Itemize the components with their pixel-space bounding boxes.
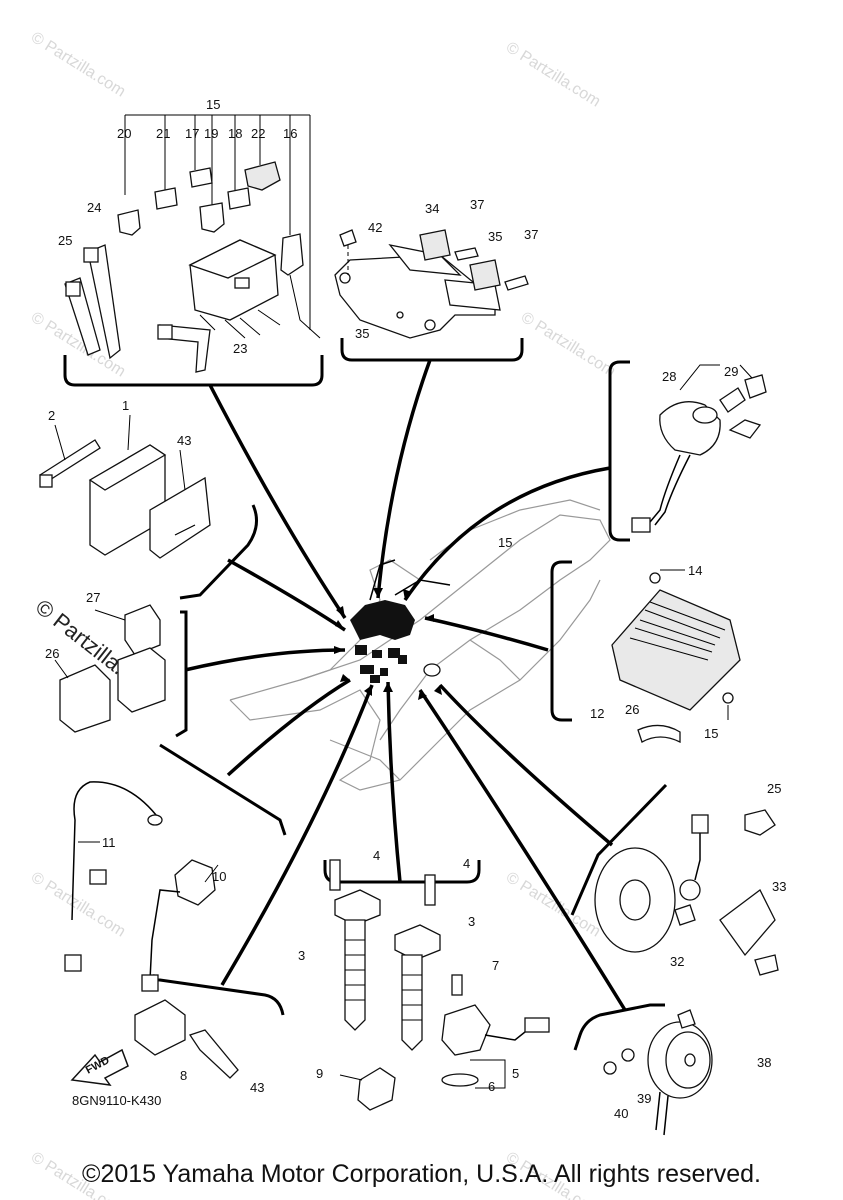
callout-15: 15	[206, 97, 220, 112]
callout-14: 15	[704, 726, 718, 741]
callout-27: 25	[767, 781, 781, 796]
callout-39: 39	[637, 1091, 651, 1106]
callout-2: 2	[48, 408, 55, 423]
rectifier-regulator-group	[611, 569, 741, 744]
callout-3: 3	[468, 914, 475, 929]
callout-18: 18	[228, 126, 242, 141]
callout-20: 20	[117, 126, 131, 141]
horn-group	[603, 1009, 713, 1136]
callout-25: 25	[58, 233, 72, 248]
watermark: © Partzilla.com	[503, 39, 603, 111]
relay-group	[54, 604, 166, 733]
callout-43: 43	[177, 433, 191, 448]
pickup-sensor-group	[594, 809, 779, 976]
main-switch-group	[631, 364, 767, 533]
callout-42: 43	[250, 1080, 264, 1095]
callout-19: 19	[204, 126, 218, 141]
callout-37-b: 37	[524, 227, 538, 242]
callout-labels: 15 20 21 17 19 18 22 16 24 25 23 34 37 4…	[45, 97, 786, 1121]
leader-arrowheads	[334, 588, 442, 700]
callout-40: 40	[614, 1106, 628, 1121]
watermark: © Partzilla.com	[518, 309, 618, 381]
callout-35-b: 35	[488, 229, 502, 244]
callout-1: 1	[122, 398, 129, 413]
callout-35: 34	[425, 201, 439, 216]
callout-28: 26	[45, 646, 59, 661]
copyright-notice: ©2015 Yamaha Motor Corporation, U.S.A. A…	[82, 1160, 761, 1188]
callout-37: 37	[470, 197, 484, 212]
callout-41: 42	[368, 220, 382, 235]
callout-23: 23	[233, 341, 247, 356]
part-code: 8GN9110-K430	[72, 1093, 161, 1108]
callout-15-b: 15	[498, 535, 512, 550]
callout-36: 35	[355, 326, 369, 341]
callout-38: 38	[757, 1055, 771, 1070]
leader-lines	[184, 359, 627, 1011]
callout-26: 26	[625, 702, 639, 717]
ecu-group	[39, 414, 211, 559]
sensor-wire-group	[64, 781, 219, 992]
watermark: © Partzilla.com	[28, 869, 128, 941]
callout-22: 22	[251, 126, 265, 141]
callout-9: 9	[316, 1066, 323, 1081]
callout-5: 5	[512, 1066, 519, 1081]
callout-31: 28	[662, 369, 676, 384]
callout-3-b: 3	[298, 948, 305, 963]
callout-17: 17	[185, 126, 199, 141]
callout-24: 24	[87, 200, 101, 215]
forward-direction-arrow: FWD	[70, 1048, 129, 1086]
callout-10: 10	[212, 869, 226, 884]
group-brackets	[63, 338, 668, 1051]
ignition-coil-group	[329, 859, 441, 1051]
callout-8: 8	[180, 1068, 187, 1083]
callout-6: 6	[488, 1079, 495, 1094]
fuse-box-group	[64, 114, 321, 373]
bottom-sensor-group	[134, 974, 550, 1111]
callout-4-b: 4	[463, 856, 470, 871]
callout-7: 7	[492, 958, 499, 973]
callout-12: 12	[590, 706, 604, 721]
callout-34: 33	[772, 879, 786, 894]
callout-11: 11	[102, 835, 116, 850]
callout-32: 29	[724, 364, 738, 379]
relay-bracket-group	[334, 229, 529, 339]
callout-29: 27	[86, 590, 100, 605]
callout-13: 14	[688, 563, 702, 578]
callout-21: 21	[156, 126, 170, 141]
callout-16: 16	[283, 126, 297, 141]
watermark: © Partzilla.com	[28, 29, 128, 101]
callout-33: 32	[670, 954, 684, 969]
callout-4: 4	[373, 848, 380, 863]
